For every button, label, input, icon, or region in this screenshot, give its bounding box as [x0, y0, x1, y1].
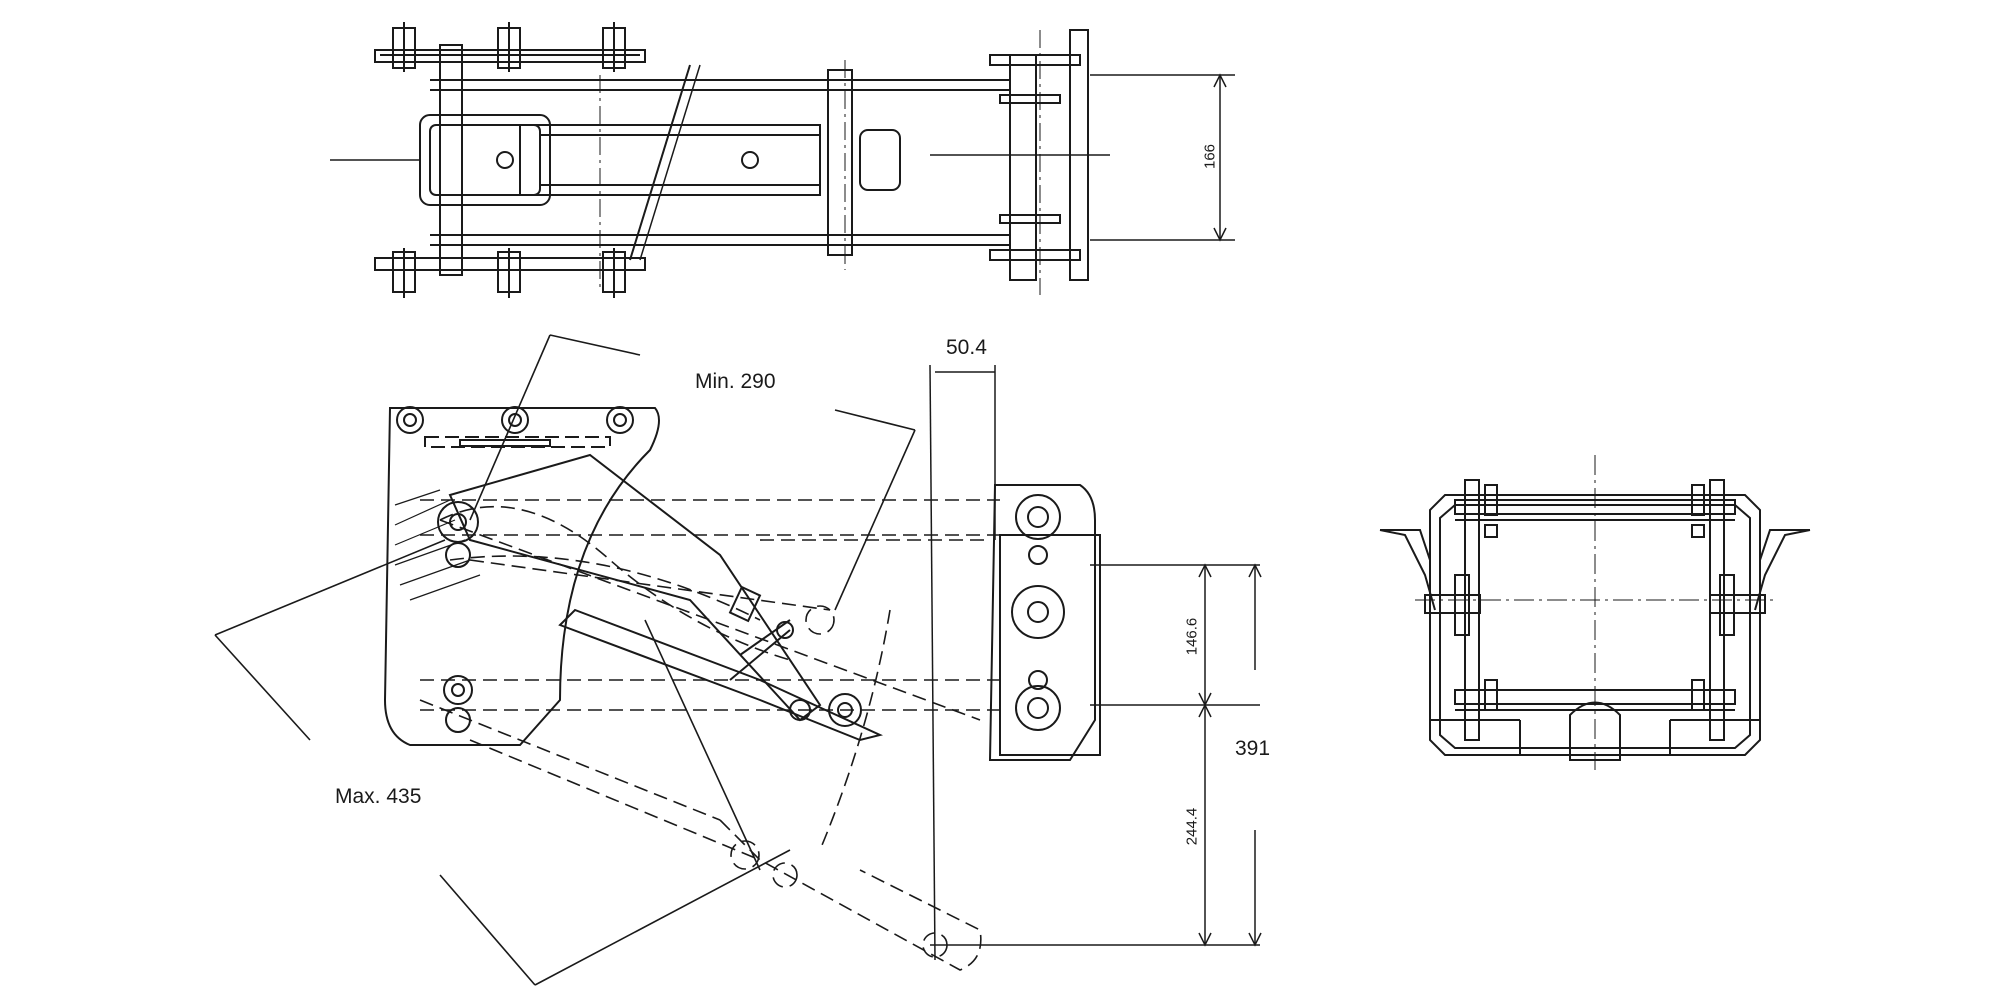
- bolt-group-bottom: [392, 248, 626, 298]
- dimension-lower-height: 244.4: [1183, 807, 1201, 846]
- end-view: [1379, 455, 1811, 770]
- dimension-max-reach: Max. 435: [335, 785, 422, 808]
- bolt-group-top: [392, 22, 626, 72]
- side-view: [214, 334, 1262, 986]
- dimension-upper-height: 146.6: [1183, 617, 1201, 656]
- dimension-total-height: 391: [1235, 737, 1271, 760]
- dimension-top-height: 166: [1201, 143, 1219, 170]
- dimension-min-reach: Min. 290: [695, 370, 776, 393]
- dimension-offset: 50.4: [946, 336, 987, 359]
- top-view: [330, 22, 1235, 298]
